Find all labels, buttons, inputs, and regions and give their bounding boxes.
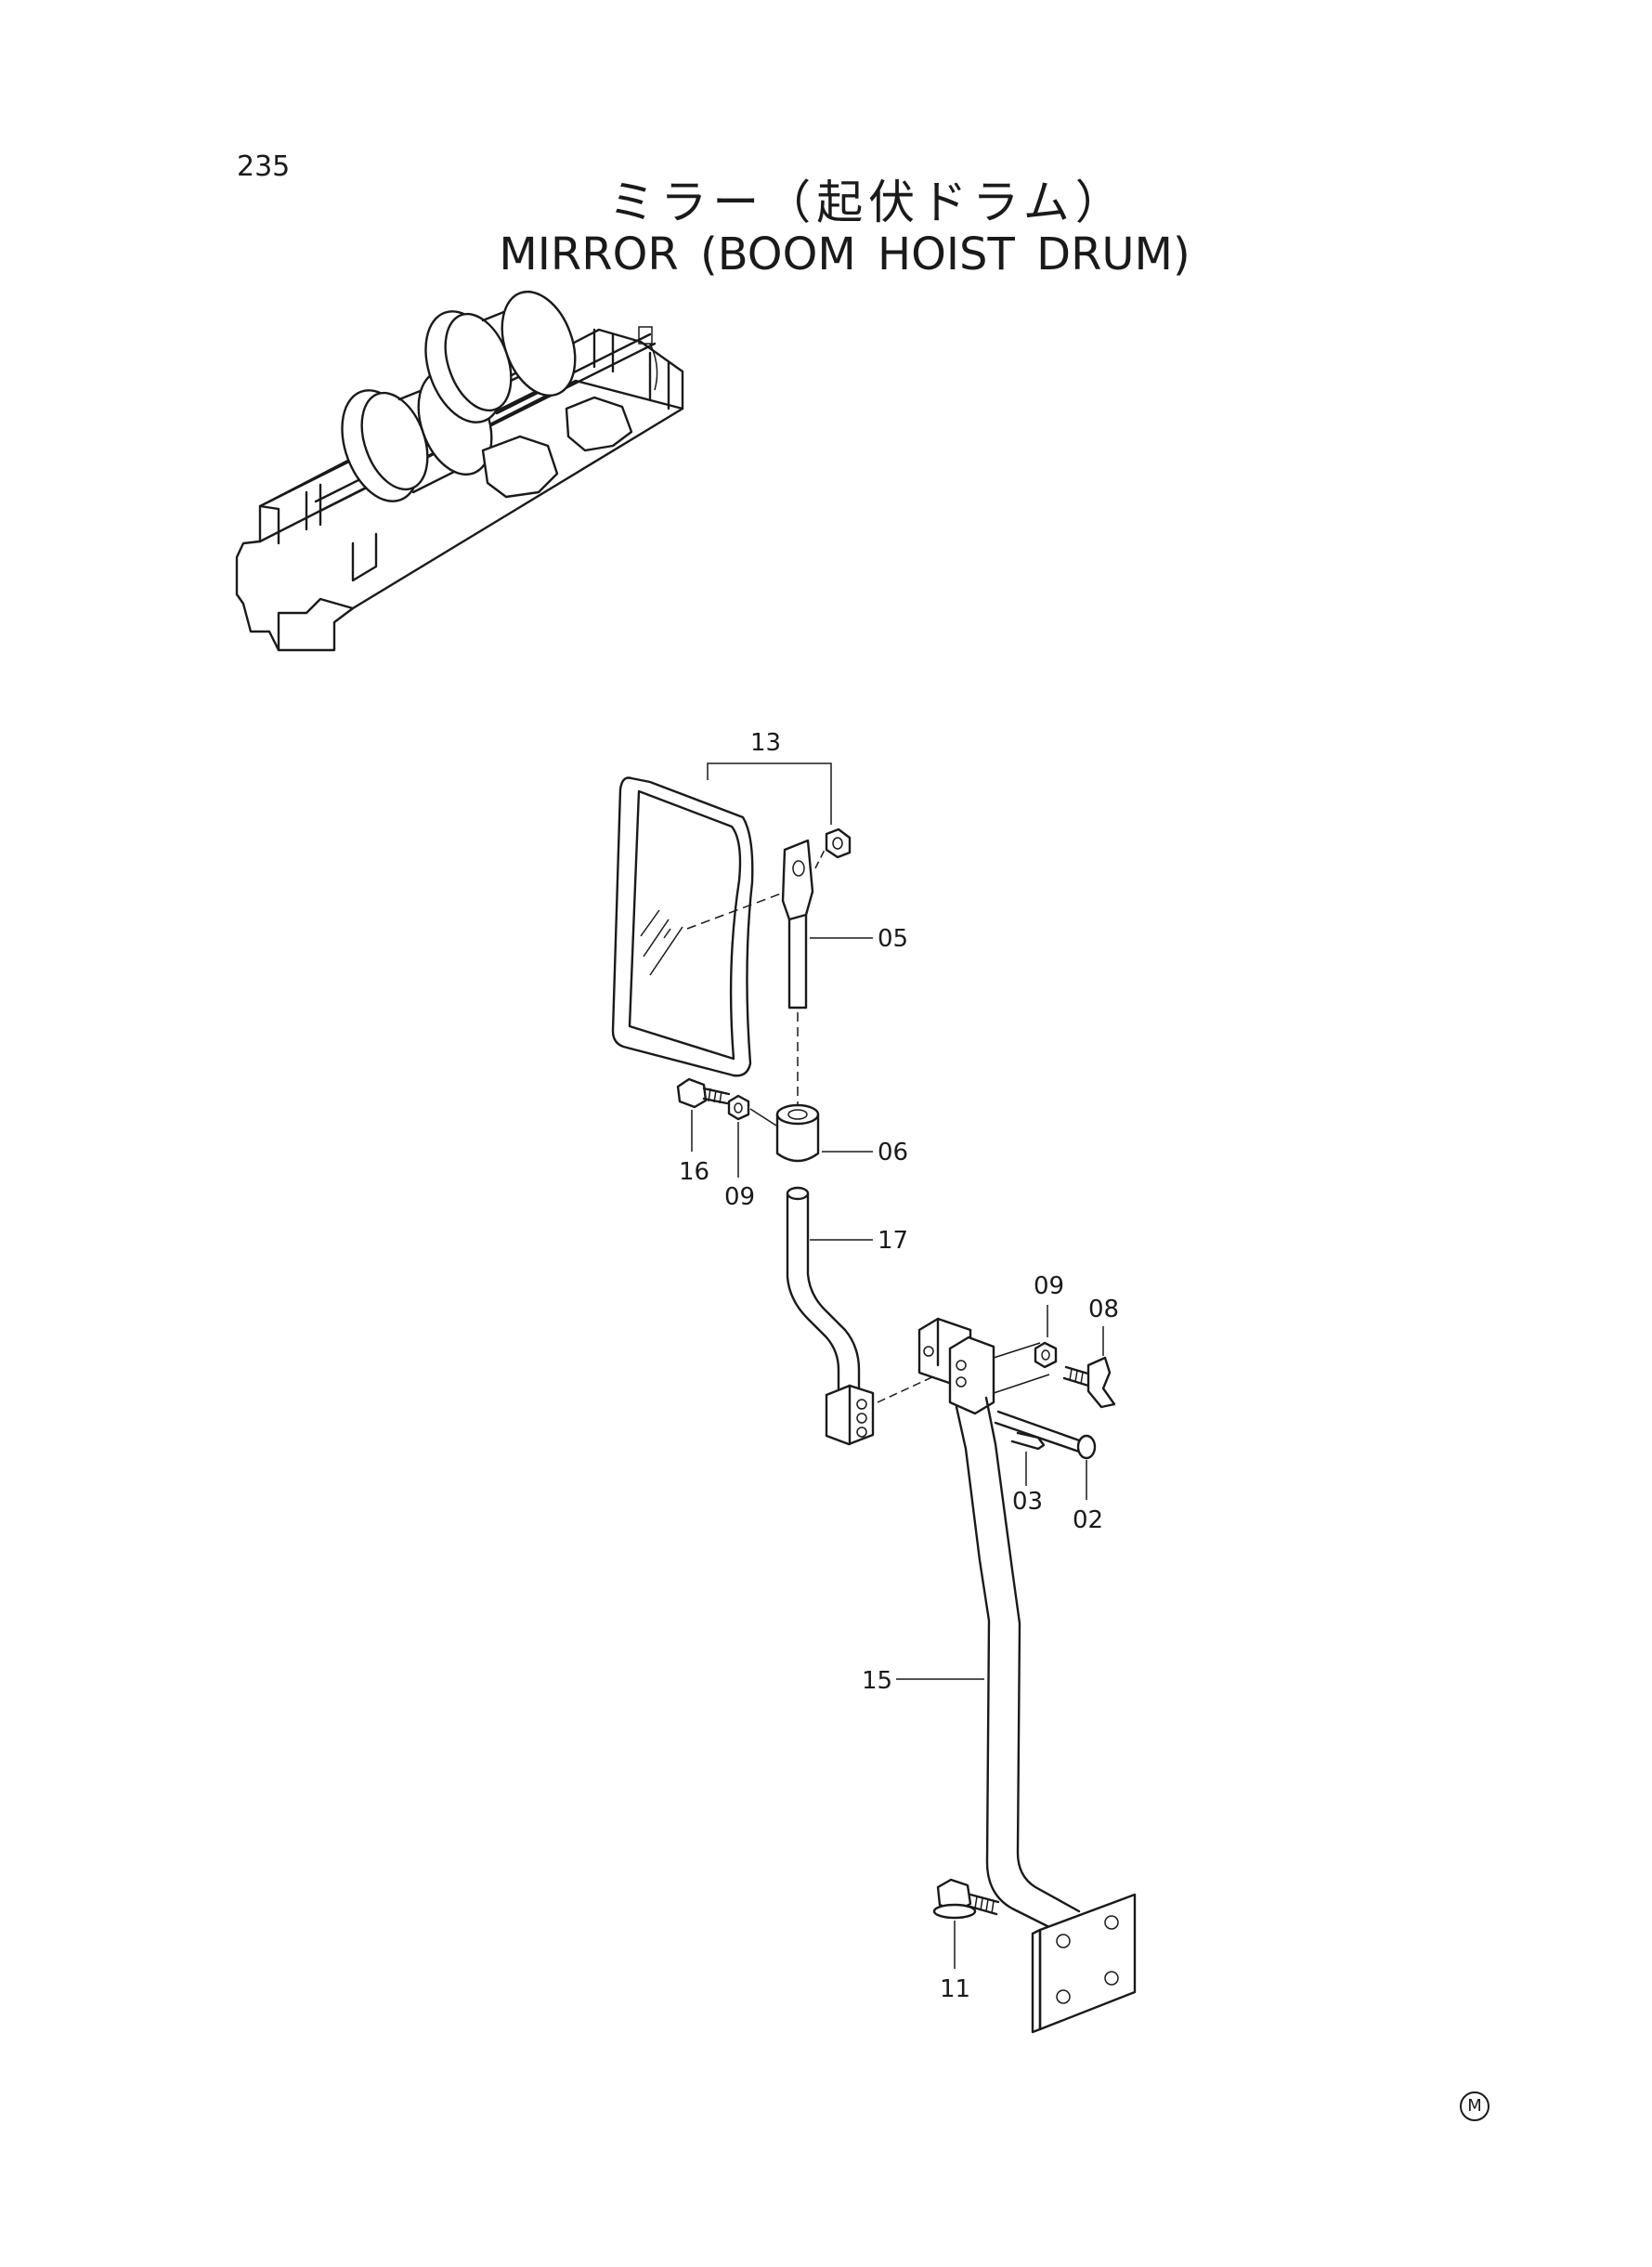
bolt-16 (676, 1077, 731, 1109)
callout-16: 16 (679, 1158, 709, 1186)
pin-02 (994, 1410, 1097, 1460)
wing-bolt-08 (1062, 1356, 1116, 1409)
callout-03: 03 (1012, 1488, 1043, 1516)
locator-thumbnail (235, 290, 684, 652)
bolt-11 (932, 1878, 1000, 1920)
nut-09-lower (1034, 1341, 1058, 1369)
callout-05: 05 (878, 925, 908, 953)
base-plate (1031, 1893, 1137, 2034)
title-japanese: ミラー（起伏ドラム） (608, 176, 1127, 229)
callout-15: 15 (862, 1667, 892, 1695)
callout-09-upper: 09 (724, 1183, 755, 1211)
split-pin-03 (1010, 1431, 1046, 1451)
nut-13 (825, 827, 852, 859)
callout-11: 11 (940, 1975, 970, 2003)
leader-13 (707, 762, 832, 825)
collar-06 (775, 1103, 820, 1163)
title-english: MIRROR (BOOM HOIST DRUM) (499, 228, 1190, 280)
callout-09-lower: 09 (1034, 1272, 1064, 1300)
bracket-plates (917, 1317, 1050, 1415)
callout-02: 02 (1073, 1506, 1103, 1534)
mirror (611, 776, 800, 1077)
callout-13: 13 (750, 729, 781, 757)
post-15 (955, 1396, 1081, 1938)
callout-06: 06 (878, 1139, 908, 1166)
pipe-17 (786, 1186, 875, 1446)
callout-17: 17 (878, 1227, 908, 1255)
nut-09-upper (727, 1094, 750, 1121)
callout-08: 08 (1088, 1296, 1119, 1323)
m-mark: M (1460, 2091, 1489, 2121)
page-number: 235 (237, 150, 291, 183)
mirror-stay-05 (781, 839, 814, 1010)
